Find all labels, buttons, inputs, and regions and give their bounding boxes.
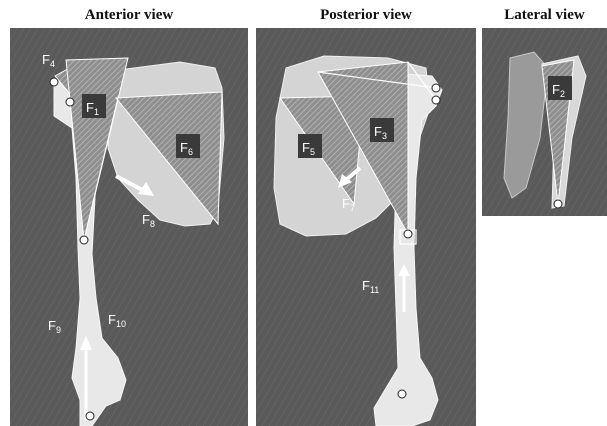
lateral-view-panel: F2 [482,28,607,216]
posterior-view-diagram: F5 F3 F7 F11 [256,28,476,426]
joint-upper [432,84,440,92]
joint-f2 [554,200,562,208]
joint-f1 [80,236,88,244]
title-lateral-view: Lateral view [482,5,607,25]
joint-shoulder [66,98,74,106]
joint-f3 [404,230,412,238]
lateral-view-diagram: F2 [482,28,607,216]
posterior-view-panel: F5 F3 F7 F11 [256,28,476,426]
title-anterior-view: Anterior view [10,5,248,25]
joint-lower [432,96,440,104]
joint-elbow [86,412,94,420]
joint-elbow [398,390,406,398]
joint-f4 [50,78,58,86]
panel-background [482,28,607,216]
title-posterior-view: Posterior view [256,5,476,25]
anterior-view-diagram: F4 F1 F6 F8 F9 F10 [10,28,248,426]
anterior-view-panel: F4 F1 F6 F8 F9 F10 [10,28,248,426]
